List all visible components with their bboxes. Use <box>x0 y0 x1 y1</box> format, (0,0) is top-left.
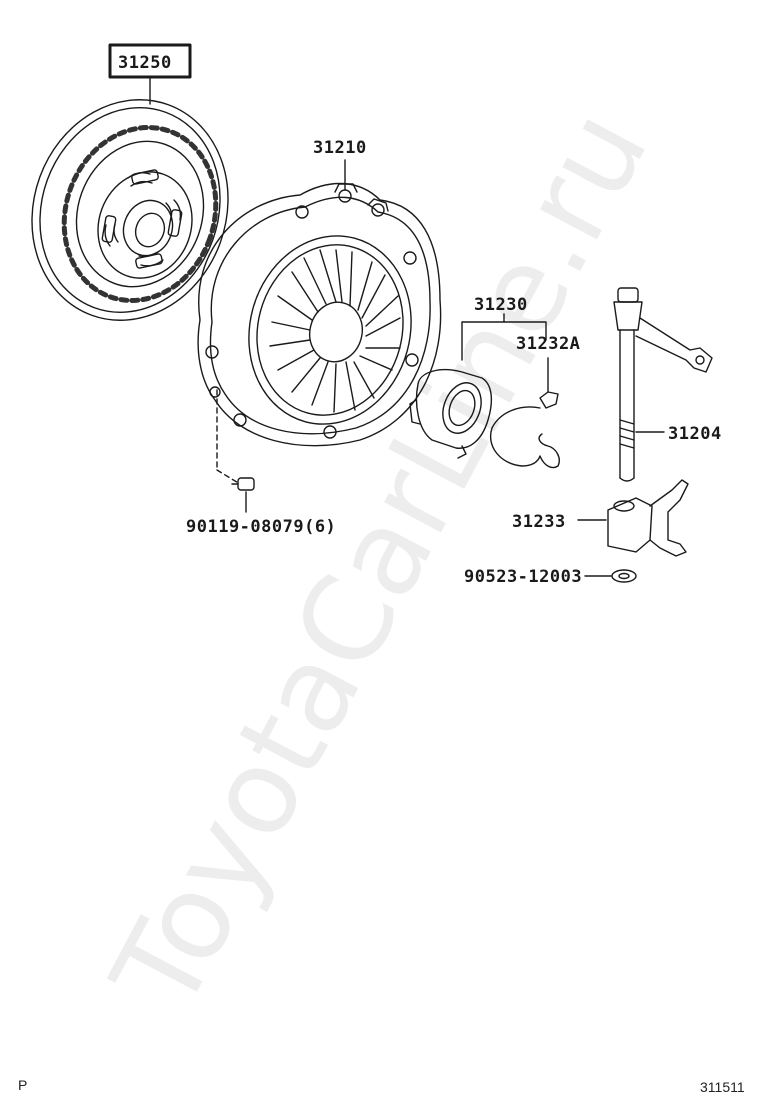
label-bearing-clip[interactable]: 31232A <box>516 334 580 354</box>
footer-left-mark: P <box>18 1077 28 1093</box>
release-fork-drawing[interactable] <box>577 479 689 557</box>
release-bearing-drawing[interactable] <box>409 313 547 459</box>
label-release-bearing[interactable]: 31230 <box>474 295 528 315</box>
label-release-shaft[interactable]: 31204 <box>668 424 722 444</box>
clutch-cover-drawing[interactable] <box>197 159 442 485</box>
label-washer[interactable]: 90523-12003 <box>464 567 582 587</box>
label-release-fork[interactable]: 31233 <box>512 512 566 532</box>
washer-drawing[interactable] <box>584 569 637 583</box>
clutch-disc-label-box <box>108 43 192 79</box>
label-clutch-cover[interactable]: 31210 <box>313 138 367 158</box>
diagram-code: 311511 <box>700 1079 745 1095</box>
label-clutch-disc[interactable]: 31250 <box>118 53 172 73</box>
bearing-clip-drawing[interactable] <box>489 357 560 469</box>
label-cover-bolt[interactable]: 90119-08079(6) <box>186 517 336 537</box>
release-shaft-drawing[interactable] <box>613 287 713 482</box>
cover-bolt-drawing[interactable] <box>231 477 255 513</box>
clutch-disc-drawing[interactable] <box>1 72 258 348</box>
